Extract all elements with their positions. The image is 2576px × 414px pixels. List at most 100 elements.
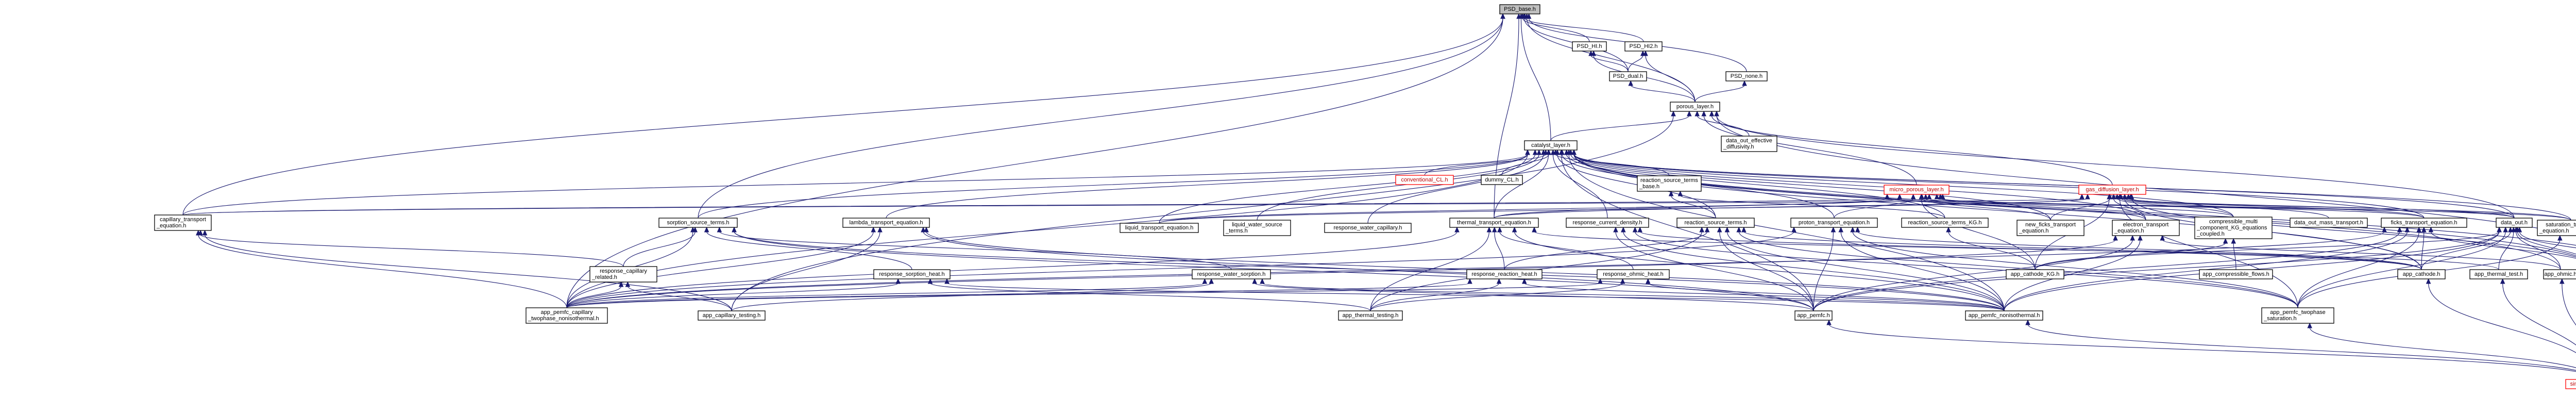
node-app-cathode-kg[interactable]: app_cathode_KG.h	[2006, 269, 2064, 279]
node-app-cathode[interactable]: app_cathode.h	[2397, 269, 2446, 279]
arrowhead-app_pemfc_twophase-to-reaction_source_terms	[1736, 226, 1741, 233]
node-electron-transport[interactable]: electron_transport_equation.h	[2112, 220, 2180, 236]
node-response-capillary-related[interactable]: response_capillary_related.h	[589, 266, 657, 283]
node-response-water-capillary[interactable]: response_water_capillary.h	[1324, 223, 1412, 233]
node-porous-layer[interactable]: porous_layer.h	[1670, 102, 1720, 112]
node-proton-transport[interactable]: proton_transport_equation.h	[1790, 218, 1878, 228]
node-psd-hi2[interactable]: PSD_HI2.h	[1624, 41, 1663, 52]
node-label: _terms.h	[1225, 228, 1248, 234]
node-response-ohmic-heat[interactable]: response_ohmic_heat.h	[1597, 269, 1670, 279]
node-box	[1572, 41, 1607, 52]
arrowhead-saturation_transport-to-micro_porous	[1940, 193, 1945, 200]
edge-data_out-to-micro_porous	[1940, 198, 2515, 219]
arrowhead-response_ohmic_heat-to-thermal_transport	[1497, 226, 1502, 233]
node-box	[526, 307, 608, 324]
node-data-out-eff[interactable]: data_out_effective_diffusivity.h	[1721, 136, 1777, 152]
node-app-compressible-flows[interactable]: app_compressible_flows.h	[2199, 269, 2273, 279]
arrowhead-app_thermal_testing-to-reaction_source_terms	[1699, 226, 1704, 233]
edge-app_pemfc_capillary-to-response_ohmic_heat	[566, 283, 1601, 308]
node-gas-diffusion[interactable]: gas_diffusion_layer.h	[2078, 185, 2146, 195]
node-app-capillary-testing[interactable]: app_capillary_testing.h	[698, 310, 766, 321]
arrowhead-app_pemfc_capillary-to-thermal_transport	[1454, 226, 1460, 233]
arrowhead-liquid_water_source-to-catalyst_layer	[1536, 149, 1541, 155]
node-box	[2469, 269, 2528, 279]
arrowhead-porous_layer-to-psd_hi2	[1643, 50, 1648, 56]
node-lambda-transport[interactable]: lambda_transport_equation.h	[842, 218, 930, 228]
node-capillary-transport[interactable]: capillary_transport_equation.h	[154, 214, 212, 231]
node-thermal-transport[interactable]: thermal_transport_equation.h	[1449, 218, 1539, 228]
node-box	[2261, 307, 2334, 324]
node-ficks-transport[interactable]: ficks_transport_equation.h	[2381, 218, 2467, 228]
node-app-thermal-test[interactable]: app_thermal_test.h	[2469, 269, 2528, 279]
arrowhead-electron_transport-to-gas_diffusion	[2111, 193, 2116, 200]
edge-simulation_selector-to-app_pemfc	[1828, 324, 2576, 372]
arrowhead-app_pemfc_capillary-to-response_water_sorption	[1202, 278, 1208, 284]
node-liquid-transport[interactable]: liquid_transport_equation.h	[1120, 223, 1199, 233]
node-micro-porous[interactable]: micro_porous_layer.h	[1884, 185, 1950, 195]
node-catalyst-layer[interactable]: catalyst_layer.h	[1524, 140, 1578, 151]
node-box	[1524, 140, 1578, 151]
edge-app_diffusion-to-ficks_transport	[2430, 231, 2576, 259]
arrowhead-app_pemfc_twophase-to-ficks_transport	[2416, 226, 2421, 233]
node-psd-dual[interactable]: PSD_dual.h	[1609, 71, 1647, 81]
arrowhead-app_pemfc_twophase-to-saturation_transport	[2557, 235, 2563, 241]
node-box	[2290, 218, 2368, 228]
arrowhead-app_diffusion-to-ficks_transport	[2428, 226, 2434, 233]
node-app-pemfc-capillary[interactable]: app_pemfc_capillary_twophase_nonisotherm…	[526, 307, 608, 324]
edge-app_pemfc_capillary-to-proton_transport	[566, 231, 1794, 308]
arrowhead-reaction_source_terms-to-catalyst_layer	[1555, 149, 1560, 155]
edge-simulation_selector-to-app_cathode	[2428, 283, 2576, 353]
node-data-out[interactable]: data_out.h	[2496, 218, 2533, 228]
edge-app_cathode-to-reaction_source_terms	[1743, 231, 2422, 270]
node-label: _equation.h	[2114, 228, 2144, 234]
arrowhead-app_pemfc_capillary-to-response_sorption_heat	[895, 278, 901, 284]
edge-app_pemfc_nonisothermal-to-reaction_source_terms	[1726, 231, 2005, 311]
node-reaction-base[interactable]: reaction_source_terms_base.h	[1637, 175, 1702, 192]
node-dummy-cl[interactable]: dummy_CL.h	[1481, 175, 1523, 185]
arrowhead-liquid_transport-to-gas_diffusion	[2079, 193, 2084, 200]
node-sorption-source[interactable]: sorption_source_terms.h	[658, 218, 738, 228]
node-data-out-mass[interactable]: data_out_mass_transport.h	[2290, 218, 2368, 228]
node-psd-none[interactable]: PSD_none.h	[1725, 71, 1768, 81]
node-reaction-kg[interactable]: reaction_source_terms_KG.h	[1901, 218, 1989, 228]
arrowhead-app_thermal_testing-to-thermal_transport	[1486, 226, 1492, 233]
arrowhead-app_pemfc-to-reaction_source_terms	[1717, 226, 1722, 233]
node-response-current-density[interactable]: response_current_density.h	[1566, 218, 1649, 228]
arrowhead-app_capillary_testing-to-porous_layer	[1671, 110, 1676, 117]
node-box	[2565, 379, 2576, 389]
node-response-water-sorption[interactable]: response_water_sorption.h	[1192, 269, 1271, 279]
node-psd-base[interactable]: PSD_base.h	[1499, 4, 1540, 14]
edge-psd_hi-to-psd_base	[1522, 18, 1590, 42]
node-psd-hi[interactable]: PSD_HI.h	[1572, 41, 1607, 52]
node-response-reaction-heat[interactable]: response_reaction_heat.h	[1466, 269, 1543, 279]
arrowhead-gas_diffusion-to-porous_layer	[1709, 110, 1715, 117]
node-simulation-selector[interactable]: simulation_selector.h	[2565, 379, 2576, 389]
node-response-sorption-heat[interactable]: response_sorption_heat.h	[873, 269, 951, 279]
edge-app_pemfc_capillary-to-response_sorption_heat	[566, 283, 899, 308]
node-saturation-transport[interactable]: saturation_transport_equation.h	[2537, 220, 2576, 236]
node-new-ficks[interactable]: new_ficks_transport_equation.h	[2016, 220, 2084, 236]
node-app-pemfc-twophase[interactable]: app_pemfc_twophase_saturation.h	[2261, 307, 2334, 324]
node-compressible-multi[interactable]: compressible_multi_component_KG_equation…	[2194, 217, 2273, 239]
edge-app_pemfc_twophase-to-reaction_source_terms	[1738, 231, 2298, 308]
node-label: _diffusivity.h	[1723, 144, 1754, 150]
edge-app_thermal_testing-to-response_reaction_heat	[1370, 283, 1500, 311]
node-app-ohmic[interactable]: app_ohmic.h	[2543, 269, 2576, 279]
node-liquid-water-source[interactable]: liquid_water_source_terms.h	[1223, 220, 1291, 236]
node-reaction-source-terms[interactable]: reaction_source_terms.h	[1676, 218, 1755, 228]
arrowhead-app_pemfc_nonisothermal-to-proton_transport	[1838, 226, 1843, 233]
node-app-pemfc[interactable]: app_pemfc.h	[1794, 310, 1833, 321]
edge-app_pemfc_nonisothermal-to-thermal_transport	[1514, 231, 2005, 311]
edge-app_cathode_kg-to-compressible_multi	[2035, 242, 2226, 270]
node-app-pemfc-nonisothermal[interactable]: app_pemfc_nonisothermal.h	[1965, 310, 2043, 321]
node-label: lambda_transport_equation.h	[849, 220, 923, 226]
arrowhead-app_pemfc_nonisothermal-to-thermal_transport	[1512, 226, 1517, 233]
arrowhead-thermal_transport-to-gas_diffusion	[2085, 193, 2090, 200]
edge-app_pemfc_twophase-to-proton_transport	[1852, 231, 2298, 308]
node-conventional-cl[interactable]: conventional_CL.h	[1395, 175, 1454, 185]
edge-conventional_cl-to-catalyst_layer	[1424, 154, 1546, 176]
node-box	[1466, 269, 1543, 279]
node-box	[2112, 220, 2180, 236]
arrowhead-app_pemfc-to-electron_transport	[2130, 235, 2135, 241]
node-app-thermal-testing[interactable]: app_thermal_testing.h	[1338, 310, 1403, 321]
